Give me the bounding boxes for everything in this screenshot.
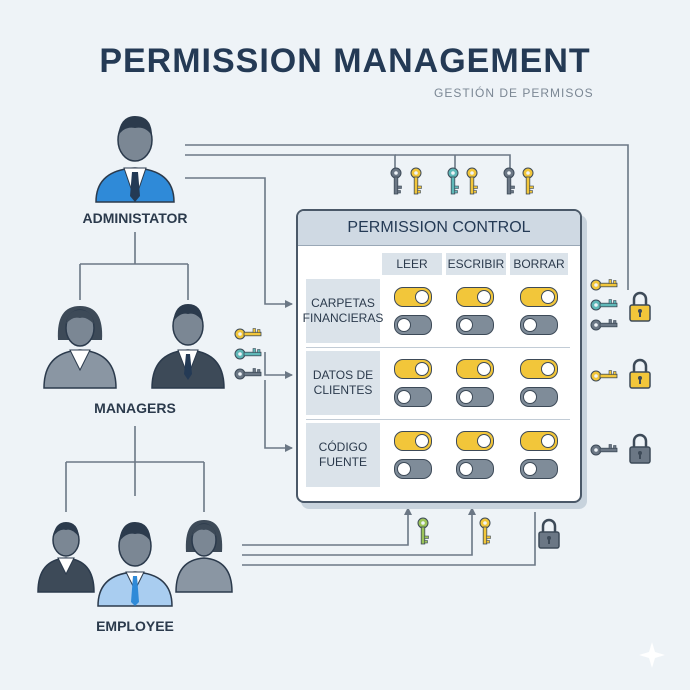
toggle-datos-escribir-on[interactable] (456, 359, 494, 379)
manager-male-person-icon (151, 304, 225, 389)
employee-label: EMPLOYEE (96, 618, 174, 634)
toggle-codigo-escribir-off[interactable] (456, 459, 494, 479)
top-key-group-2 (447, 167, 478, 195)
key-icon (410, 167, 422, 195)
employee-right-person-icon (175, 520, 233, 593)
right-access-keys (590, 279, 618, 456)
key-icon (503, 167, 515, 195)
key-icon (590, 370, 618, 382)
row-label-codigo-fuente: CÓDIGO FUENTE (306, 423, 380, 487)
key-icon (479, 517, 491, 545)
column-header-borrar: BORRAR (510, 253, 568, 275)
toggle-carpetas-borrar-off[interactable] (520, 315, 558, 335)
row-divider (306, 347, 570, 348)
sparkle-icon (639, 642, 665, 668)
key-icon (417, 517, 429, 545)
row-label-datos-de-clientes: DATOS DE CLIENTES (306, 351, 380, 415)
key-icon (234, 368, 262, 380)
key-icon (522, 167, 534, 195)
key-icon (590, 319, 618, 331)
padlock-icon (628, 358, 652, 390)
padlock-icon (628, 291, 652, 323)
key-icon (590, 279, 618, 291)
key-icon (466, 167, 478, 195)
row-divider (306, 419, 570, 420)
panel-title: PERMISSION CONTROL (298, 211, 580, 246)
column-header-leer: LEER (382, 253, 442, 275)
key-icon (390, 167, 402, 195)
top-key-group-1 (390, 167, 422, 195)
toggle-carpetas-leer-off[interactable] (394, 315, 432, 335)
administrator-label: ADMINISTATOR (82, 210, 188, 226)
padlock-icon (628, 433, 652, 465)
toggle-datos-borrar-on[interactable] (520, 359, 558, 379)
toggle-codigo-borrar-off[interactable] (520, 459, 558, 479)
permission-control-panel: PERMISSION CONTROL LEER ESCRIBIR BORRAR … (296, 209, 582, 503)
manager-keys (234, 328, 262, 380)
toggle-carpetas-leer-on[interactable] (394, 287, 432, 307)
key-icon (234, 348, 262, 360)
employee-left-person-icon (37, 522, 95, 593)
toggle-datos-leer-on[interactable] (394, 359, 432, 379)
row-label-carpetas-financieras: CARPETAS FINANCIERAS (303, 279, 383, 343)
toggle-carpetas-escribir-off[interactable] (456, 315, 494, 335)
manager-female-person-icon (43, 306, 117, 389)
key-icon (590, 444, 618, 456)
connector-lines (65, 144, 629, 566)
padlock-icon (537, 518, 561, 550)
toggle-datos-borrar-off[interactable] (520, 387, 558, 407)
toggle-codigo-borrar-on[interactable] (520, 431, 558, 451)
employee-center-person-icon (97, 522, 173, 607)
toggle-codigo-leer-on[interactable] (394, 431, 432, 451)
toggle-carpetas-borrar-on[interactable] (520, 287, 558, 307)
key-icon (234, 328, 262, 340)
page-title: PERMISSION MANAGEMENT (99, 42, 591, 80)
administrator-person-icon (95, 116, 175, 203)
toggle-datos-leer-off[interactable] (394, 387, 432, 407)
page-subtitle: GESTIÓN DE PERMISOS (434, 86, 594, 100)
toggle-carpetas-escribir-on[interactable] (456, 287, 494, 307)
toggle-codigo-leer-off[interactable] (394, 459, 432, 479)
managers-label: MANAGERS (94, 400, 176, 416)
toggle-codigo-escribir-on[interactable] (456, 431, 494, 451)
column-header-escribir: ESCRIBIR (446, 253, 506, 275)
top-key-group-3 (503, 167, 534, 195)
toggle-datos-escribir-off[interactable] (456, 387, 494, 407)
key-icon (447, 167, 459, 195)
key-icon (590, 299, 618, 311)
